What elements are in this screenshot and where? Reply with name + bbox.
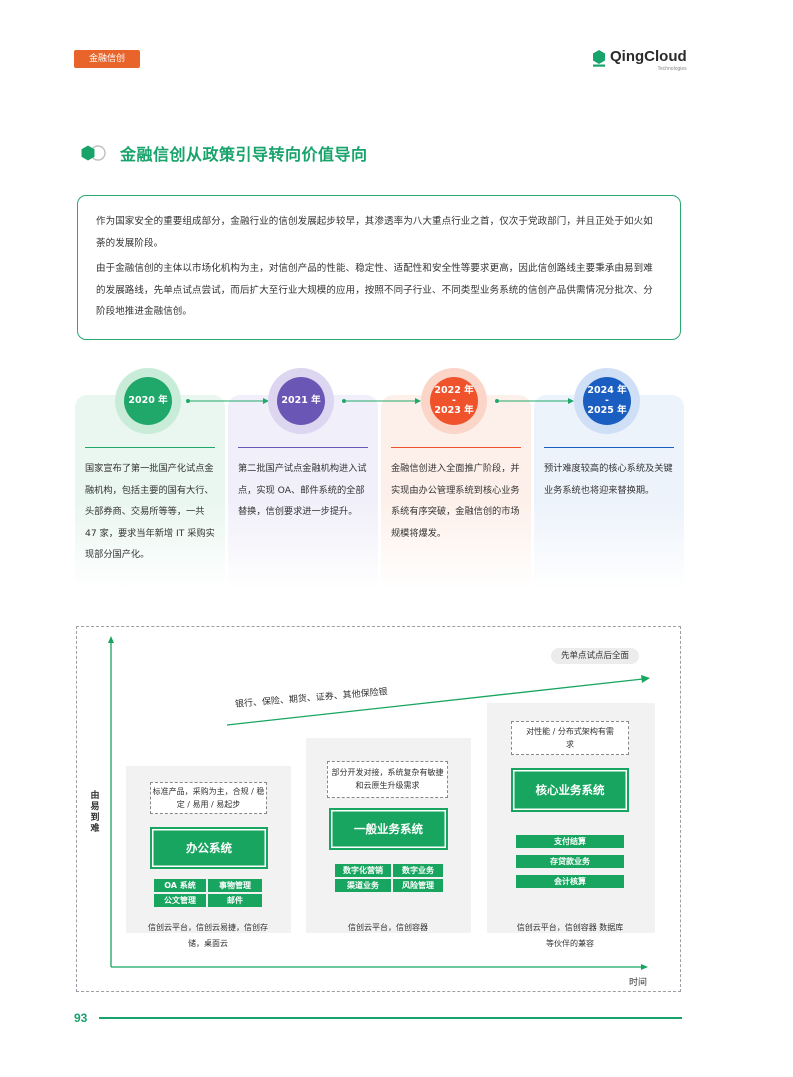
qingcloud-logo: QingCloud Technologies [592, 48, 687, 74]
year-badge-2021: 2021 年 [268, 368, 334, 434]
year-label: 2020 年 [124, 377, 172, 425]
system-item: 数字业务 [393, 864, 443, 877]
stage-note: 标准产品，采购为主，合规 / 稳定 / 易用 / 易起步 [150, 782, 267, 814]
stage-diagram: 由易到难 时间 先单点试点后全面 银行、保险、期货、证券、其他保险银 标准产品，… [76, 626, 681, 992]
year-label: 2021 年 [277, 377, 325, 425]
system-item: 公文管理 [154, 894, 206, 907]
timeline-arrow [495, 398, 574, 404]
page-title: 金融信创从政策引导转向价值导向 [120, 145, 368, 164]
timeline-divider [85, 447, 215, 449]
logo-subtitle: Technologies [657, 66, 687, 72]
y-axis-label: 由易到难 [90, 791, 100, 834]
intro-box: 作为国家安全的重要组成部分，金融行业的信创发展起步较早，其渗透率为八大重点行业之… [77, 195, 681, 340]
system-item: 邮件 [208, 894, 262, 907]
stage-note: 对性能 / 分布式架构有需求 [511, 721, 629, 755]
intro-paragraph-1: 作为国家安全的重要组成部分，金融行业的信创发展起步较早，其渗透率为八大重点行业之… [96, 216, 653, 249]
page-number: 93 [74, 1011, 88, 1025]
timeline-arrow [342, 398, 421, 404]
stage-title-office: 办公系统 [150, 827, 268, 869]
year-badge-2022-2023: 2022 年-2023 年 [421, 368, 487, 434]
footer-rule [99, 1017, 682, 1019]
intro-paragraph-2: 由于金融信创的主体以市场化机构为主，对信创产品的性能、稳定性、适配性和安全性等要… [96, 263, 653, 317]
stage-caption: 信创云平台，信创云易捷，信创存储，桌面云 [148, 923, 268, 948]
timeline-divider [391, 447, 521, 449]
system-item: 数字化营销 [335, 864, 391, 877]
system-item: 存贷款业务 [516, 855, 624, 868]
system-item: 风险管理 [393, 879, 443, 892]
system-item: 会计核算 [516, 875, 624, 888]
stage-title-general: 一般业务系统 [329, 808, 448, 850]
timeline: 国家宣布了第一批国产化试点金融机构，包括主要的国有大行、头部券商、交易所等等，一… [75, 368, 684, 590]
year-badge-2024-2025: 2024 年-2025 年 [574, 368, 640, 434]
stage-note: 部分开发对接，系统复杂有敏捷和云原生升级需求 [327, 761, 448, 798]
logo-name: QingCloud [610, 48, 687, 65]
timeline-text: 金融信创进入全面推广阶段，并实现由办公管理系统到核心业务系统有序突破，金融信创的… [391, 463, 520, 539]
system-item: 事物管理 [208, 879, 262, 892]
system-item: OA 系统 [154, 879, 206, 892]
year-label: 2022 年-2023 年 [430, 377, 478, 425]
timeline-text: 第二批国产试点金融机构进入试点，实现 OA、邮件系统的全部替换，信创要求进一步提… [238, 463, 367, 517]
timeline-arrow [186, 398, 269, 404]
strategy-pill: 先单点试点后全面 [551, 648, 640, 664]
diagram-axes [108, 636, 650, 970]
section-tag: 金融信创 [74, 50, 140, 68]
stage-title-core: 核心业务系统 [511, 768, 629, 812]
timeline-divider [238, 447, 368, 449]
x-axis-label: 时间 [629, 978, 648, 988]
stage-caption: 信创云平台，信创容器 [348, 923, 428, 932]
stage-caption: 信创云平台，信创容器 数据库等伙伴的兼容 [516, 923, 624, 948]
qingcloud-logo-icon [593, 50, 605, 67]
year-badge-2020: 2020 年 [115, 368, 181, 434]
system-item: 支付结算 [516, 835, 624, 848]
timeline-divider [544, 447, 674, 449]
hexagon-bullet-icon [81, 145, 106, 161]
timeline-text: 预计难度较高的核心系统及关键业务系统也将迎来替换期。 [544, 463, 673, 496]
section-title: 金融信创从政策引导转向价值导向 [80, 141, 368, 165]
timeline-text: 国家宣布了第一批国产化试点金融机构，包括主要的国有大行、头部券商、交易所等等，一… [85, 463, 215, 560]
system-item: 渠道业务 [335, 879, 391, 892]
year-label: 2024 年-2025 年 [583, 377, 631, 425]
